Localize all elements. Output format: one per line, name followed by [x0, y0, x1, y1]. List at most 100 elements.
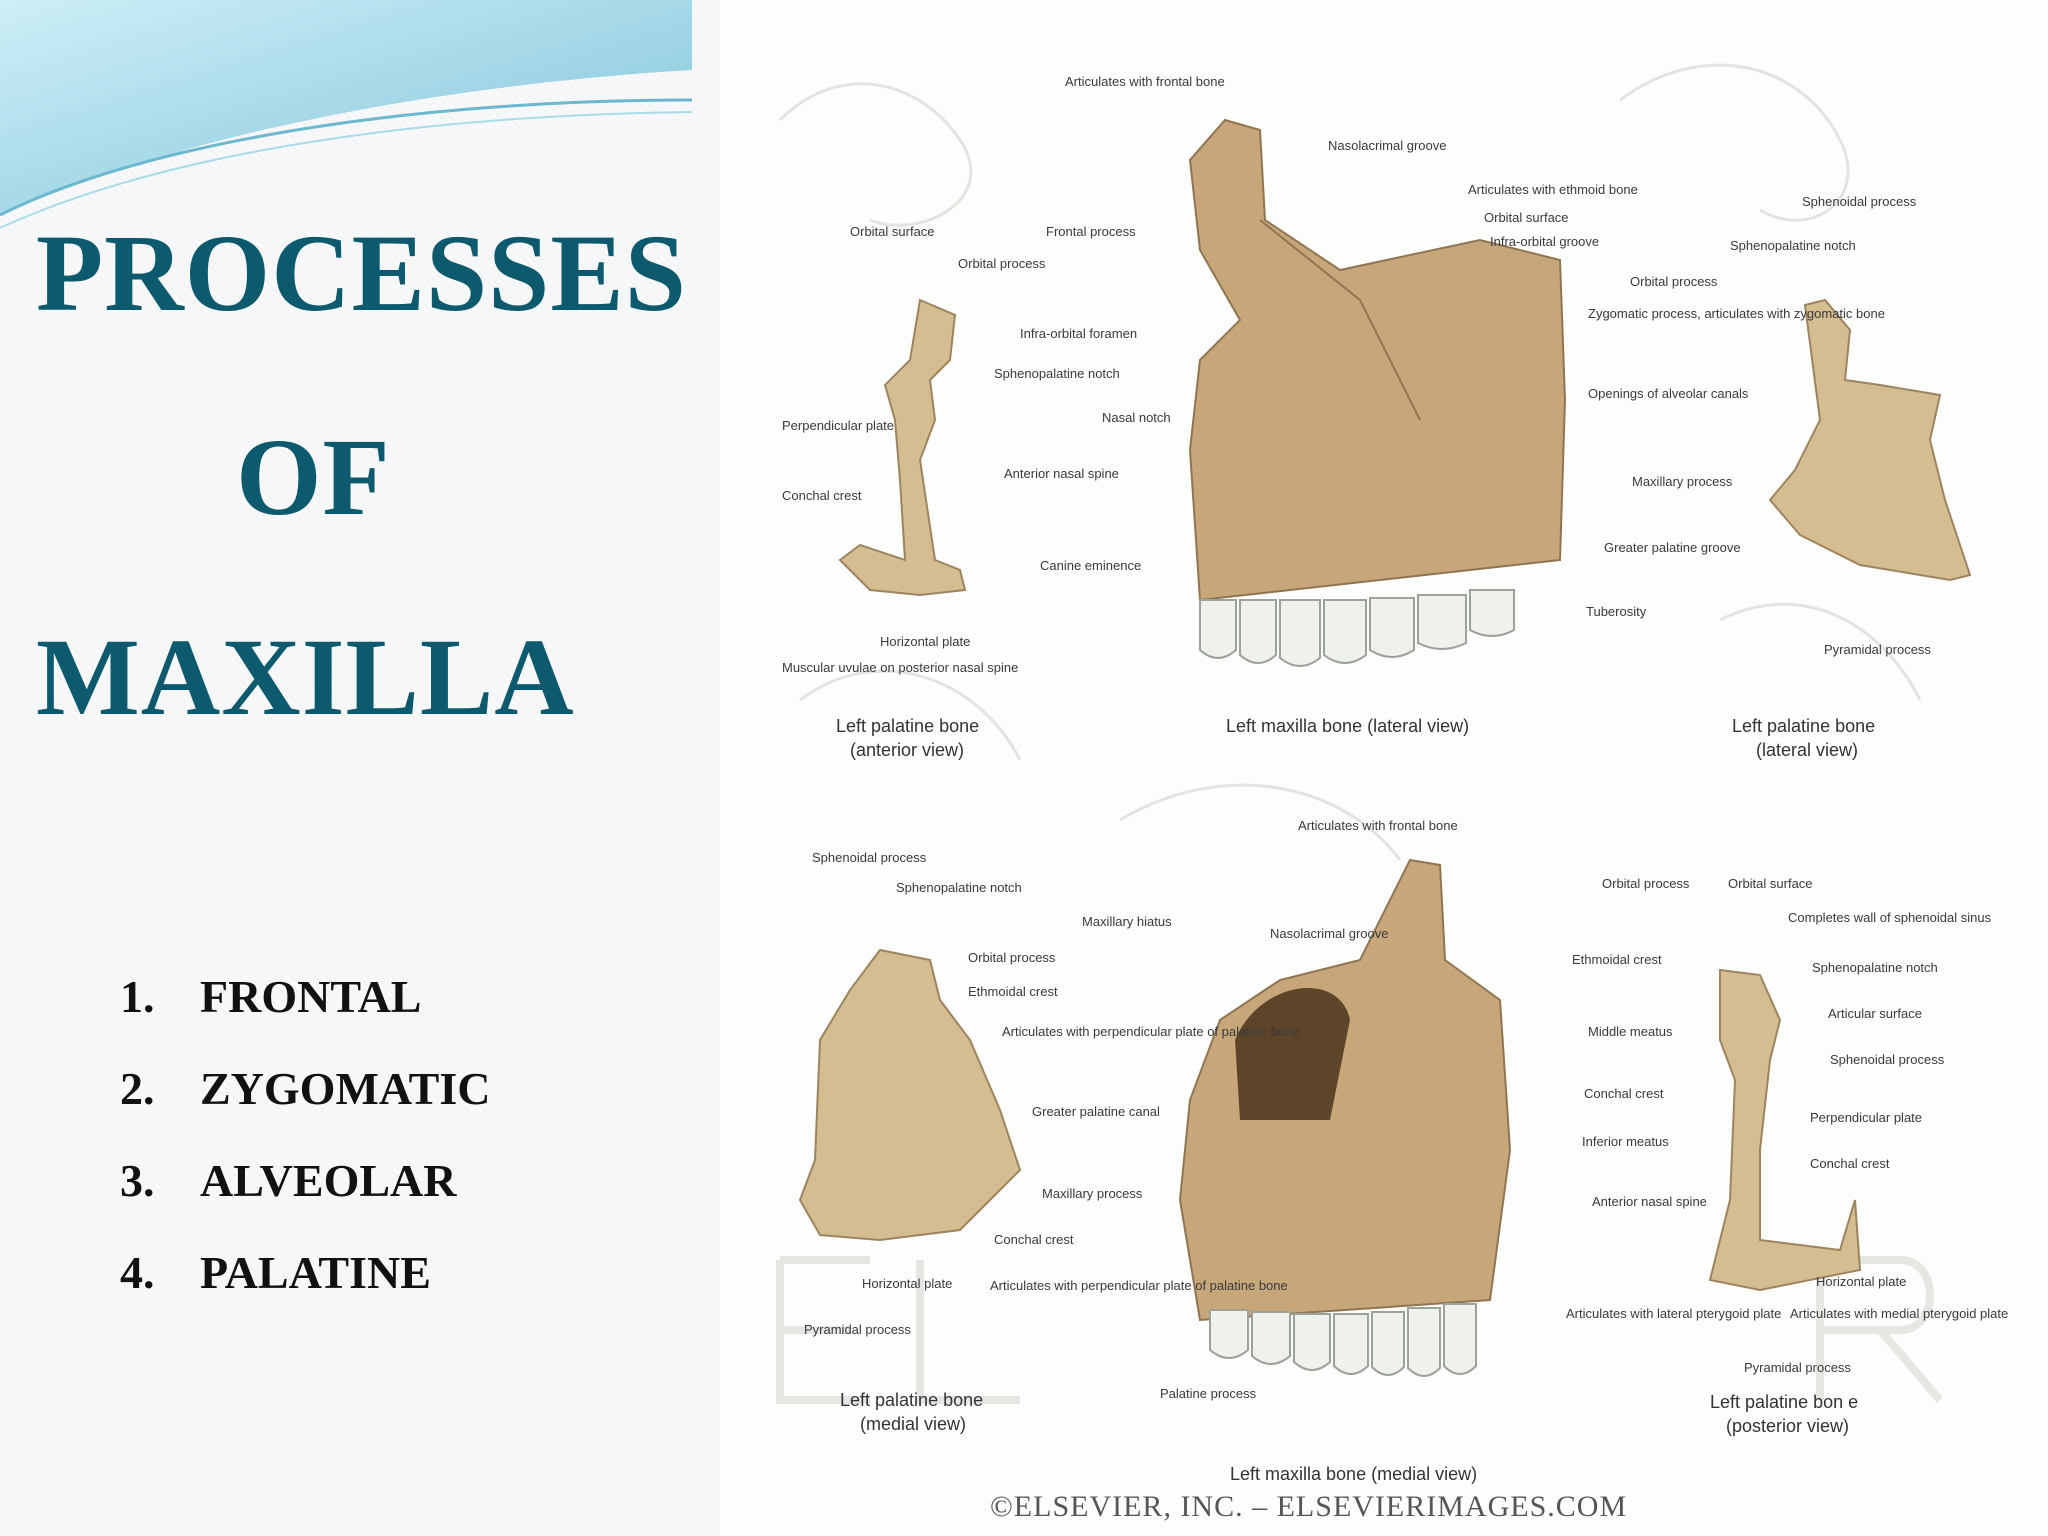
label-b-completes-wall: Completes wall of sphenoidal sinus — [1788, 910, 1992, 925]
label-b-ethmoidal-crest-left: Ethmoidal crest — [968, 984, 1058, 999]
list-label: ALVEOLAR — [200, 1154, 457, 1206]
list-item: 4. PALATINE — [120, 1226, 491, 1318]
label-conchal-crest: Conchal crest — [782, 488, 862, 503]
label-tuberosity: Tuberosity — [1586, 604, 1647, 619]
label-b-maxillary-process: Maxillary process — [1042, 1186, 1143, 1201]
label-b-nasolacrimal-groove: Nasolacrimal groove — [1270, 926, 1389, 941]
label-b-articulates-lateral-pterygoid: Articulates with lateral pterygoid plate — [1566, 1306, 1781, 1321]
label-b-greater-palatine-canal: Greater palatine canal — [1032, 1104, 1160, 1119]
caption-maxilla-medial: Left maxilla bone (medial view) — [1230, 1464, 1477, 1484]
list-number: 4. — [120, 1246, 155, 1298]
label-b-middle-meatus: Middle meatus — [1588, 1024, 1673, 1039]
header-wave-graphic — [0, 0, 693, 229]
label-orbital-surface-left: Orbital surface — [850, 224, 935, 239]
caption-palatine-anterior-2: (anterior view) — [850, 740, 964, 760]
maxilla-lateral-bone — [1188, 118, 1567, 667]
label-orbital-process-right: Orbital process — [1630, 274, 1718, 289]
copyright-notice: ©ELSEVIER, INC. – ELSEVIERIMAGES.COM — [990, 1490, 1628, 1523]
label-b-inferior-meatus: Inferior meatus — [1582, 1134, 1669, 1149]
caption-palatine-anterior-1: Left palatine bone — [836, 716, 979, 736]
maxilla-medial-teeth — [1209, 1303, 1477, 1377]
caption-palatine-medial-1: Left palatine bone — [840, 1390, 983, 1410]
list-label: ZYGOMATIC — [200, 1062, 491, 1114]
caption-palatine-lateral-1: Left palatine bone — [1732, 716, 1875, 736]
label-muscular-uvulae: Muscular uvulae on posterior nasal spine — [782, 660, 1018, 675]
label-b-horizontal-plate-left: Horizontal plate — [862, 1276, 952, 1291]
list-label: FRONTAL — [200, 970, 422, 1022]
label-infraorbital-groove: Infra-orbital groove — [1490, 234, 1599, 249]
labels-top: Articulates with frontal bone Nasolacrim… — [782, 74, 1931, 675]
label-orbital-surface: Orbital surface — [1484, 210, 1569, 225]
caption-palatine-posterior-2: (posterior view) — [1726, 1416, 1849, 1436]
label-b-orbital-surface-right: Orbital surface — [1728, 876, 1813, 891]
label-b-orbital-process: Orbital process — [968, 950, 1056, 965]
label-infraorbital-foramen: Infra-orbital foramen — [1020, 326, 1137, 341]
label-b-sphenopalatine-notch: Sphenopalatine notch — [896, 880, 1022, 895]
watermark-elsevier — [776, 1256, 1944, 1404]
label-b-maxillary-hiatus: Maxillary hiatus — [1082, 914, 1172, 929]
label-frontal-process: Frontal process — [1046, 224, 1136, 239]
label-b-articulates-frontal: Articulates with frontal bone — [1298, 818, 1458, 833]
list-number: 1. — [120, 970, 155, 1022]
label-b-sphenopalatine-notch-right: Sphenopalatine notch — [1812, 960, 1938, 975]
label-b-pyramidal-process-left: Pyramidal process — [804, 1322, 911, 1337]
label-b-articulates-perp-plate-2: Articulates with perpendicular plate of … — [990, 1278, 1288, 1293]
label-pyramidal-process: Pyramidal process — [1824, 642, 1931, 657]
label-sphenopalatine-notch-left: Sphenopalatine notch — [994, 366, 1120, 381]
list-number: 3. — [120, 1154, 155, 1206]
title-line-maxilla: MAXILLA — [36, 616, 575, 738]
list-number: 2. — [120, 1062, 155, 1114]
palatine-lateral-bone — [1768, 298, 1972, 582]
list-item: 3. ALVEOLAR — [120, 1134, 491, 1226]
label-openings-alveolar: Openings of alveolar canals — [1588, 386, 1749, 401]
palatine-posterior-bone — [1708, 968, 1862, 1292]
label-b-conchal-crest: Conchal crest — [1584, 1086, 1664, 1101]
label-nasal-notch: Nasal notch — [1102, 410, 1171, 425]
label-nasolacrimal-groove: Nasolacrimal groove — [1328, 138, 1447, 153]
label-b-orbital-process-right: Orbital process — [1602, 876, 1690, 891]
caption-palatine-medial-2: (medial view) — [860, 1414, 966, 1434]
maxilla-medial-bone — [1178, 858, 1512, 1377]
process-list: 1. FRONTAL 2. ZYGOMATIC 3. ALVEOLAR 4. PALAT… — [120, 950, 491, 1318]
label-b-perpendicular-plate: Perpendicular plate — [1810, 1110, 1922, 1125]
labels-bottom: Articulates with frontal bone Sphenoidal… — [804, 818, 2008, 1401]
title-line-processes: PROCESSES — [36, 212, 687, 334]
label-anterior-nasal-spine: Anterior nasal spine — [1004, 466, 1119, 481]
caption-palatine-lateral-2: (lateral view) — [1756, 740, 1858, 760]
label-b-horizontal-plate-right: Horizontal plate — [1816, 1274, 1906, 1289]
label-maxillary-process: Maxillary process — [1632, 474, 1733, 489]
label-zygomatic-process: Zygomatic process, articulates with zygo… — [1588, 306, 1885, 321]
anatomy-figure: Articulates with frontal bone Nasolacrim… — [720, 0, 2048, 1536]
list-item: 1. FRONTAL — [120, 950, 491, 1042]
label-b-sphenoidal-process: Sphenoidal process — [812, 850, 927, 865]
label-b-sphenoidal-process-right: Sphenoidal process — [1830, 1052, 1945, 1067]
label-b-palatine-process: Palatine process — [1160, 1386, 1257, 1401]
title-line-of: OF — [236, 416, 391, 538]
label-orbital-process-left: Orbital process — [958, 256, 1046, 271]
label-sphenopalatine-notch-right: Sphenopalatine notch — [1730, 238, 1856, 253]
label-b-articular-surface: Articular surface — [1828, 1006, 1922, 1021]
maxilla-lateral-teeth — [1199, 589, 1515, 667]
palatine-anterior-bone — [838, 298, 967, 597]
label-sphenoidal-process-right: Sphenoidal process — [1802, 194, 1917, 209]
label-articulates-frontal: Articulates with frontal bone — [1065, 74, 1225, 89]
label-articulates-ethmoid: Articulates with ethmoid bone — [1468, 182, 1638, 197]
label-canine-eminence: Canine eminence — [1040, 558, 1141, 573]
anatomy-illustration: Articulates with frontal bone Nasolacrim… — [776, 63, 2008, 1484]
caption-maxilla-lateral: Left maxilla bone (lateral view) — [1226, 716, 1469, 736]
label-b-ethmoidal-crest: Ethmoidal crest — [1572, 952, 1662, 967]
label-b-conchal-crest-left: Conchal crest — [994, 1232, 1074, 1247]
label-horizontal-plate: Horizontal plate — [880, 634, 970, 649]
label-b-articulates-perp-plate: Articulates with perpendicular plate of … — [1002, 1024, 1300, 1039]
label-b-pyramidal-process-right: Pyramidal process — [1744, 1360, 1851, 1375]
list-label: PALATINE — [200, 1246, 431, 1298]
list-item: 2. ZYGOMATIC — [120, 1042, 491, 1134]
label-perpendicular-plate: Perpendicular plate — [782, 418, 894, 433]
label-b-anterior-nasal-spine: Anterior nasal spine — [1592, 1194, 1707, 1209]
label-greater-palatine-groove: Greater palatine groove — [1604, 540, 1741, 555]
label-b-articulates-medial-pterygoid: Articulates with medial pterygoid plate — [1790, 1306, 2008, 1321]
palatine-medial-bone — [798, 948, 1022, 1242]
label-b-conchal-crest-right: Conchal crest — [1810, 1156, 1890, 1171]
watermark-foliage — [778, 63, 1922, 861]
caption-palatine-posterior-1: Left palatine bon e — [1710, 1392, 1858, 1412]
